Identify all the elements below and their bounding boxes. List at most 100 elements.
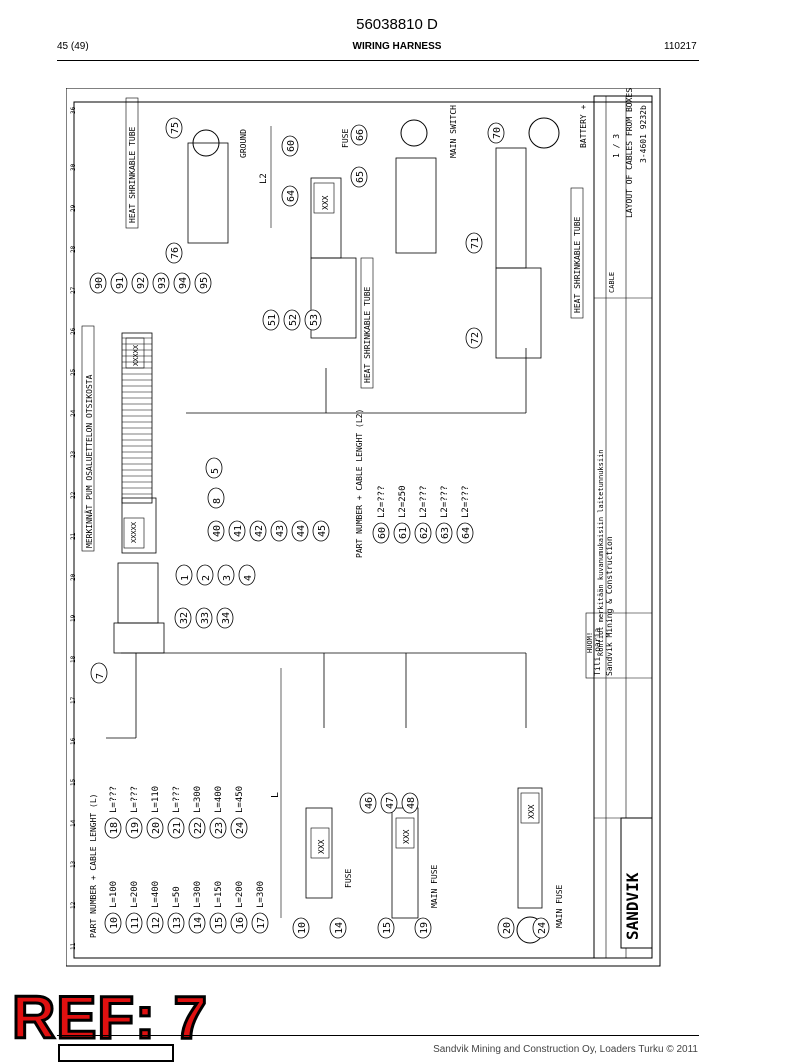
part-length: L=400 <box>151 881 161 908</box>
xxxxx-label-1: XXXXX <box>130 521 138 543</box>
fuse-balloon: 48 <box>401 792 419 814</box>
svg-text:44: 44 <box>296 525 307 537</box>
part-balloon: 22 <box>188 817 206 839</box>
l2-balloon: 63 <box>435 522 453 544</box>
document-date: 110217 <box>664 41 697 52</box>
label-balloon: 43 <box>270 520 288 542</box>
balloon-10: 10 <box>292 917 310 939</box>
grid-number: 25 <box>70 368 77 376</box>
connector-balloon: 53 <box>304 309 322 331</box>
part-balloon: 21 <box>167 817 185 839</box>
part-length: L=??? <box>109 786 119 813</box>
svg-text:64: 64 <box>286 190 297 202</box>
title-drawing: LAYOUT OF CABLES FROM BOXES <box>625 88 634 218</box>
part-length: L=200 <box>130 881 140 908</box>
connector-balloon: 52 <box>283 309 301 331</box>
svg-text:60: 60 <box>377 527 388 539</box>
grid-number: 18 <box>70 655 77 663</box>
svg-text:75: 75 <box>170 122 181 134</box>
svg-text:8: 8 <box>212 498 223 504</box>
page-count: 45 (49) <box>57 41 89 52</box>
l2-balloon: 61 <box>393 522 411 544</box>
svg-text:53: 53 <box>309 314 320 326</box>
balloon-76: 76 <box>165 242 183 264</box>
svg-text:60: 60 <box>286 140 297 152</box>
svg-text:62: 62 <box>419 527 430 539</box>
svg-text:5: 5 <box>210 468 221 474</box>
main-label: MERKINNÄT PUM OSALUETTELON OTSIKOSTA <box>84 374 94 548</box>
grid-number: 27 <box>70 286 77 294</box>
svg-text:16: 16 <box>235 917 246 929</box>
svg-text:41: 41 <box>233 525 244 537</box>
ground-label: GROUND <box>239 129 248 158</box>
part-length: L=450 <box>235 786 245 813</box>
part-length: L=300 <box>193 786 203 813</box>
company-fi: Tili-paria <box>593 628 602 676</box>
svg-text:51: 51 <box>267 314 278 326</box>
grid-number: 17 <box>70 696 77 704</box>
gland-balloon: 34 <box>216 607 234 629</box>
nut-balloon: 2 <box>196 564 214 586</box>
svg-text:92: 92 <box>136 277 147 289</box>
fuse-label-1: FUSE <box>341 129 350 148</box>
svg-text:10: 10 <box>297 922 308 934</box>
svg-text:11: 11 <box>130 917 141 929</box>
grid-reference-numbers: 1112131415161718192021222324252627282930… <box>70 106 77 950</box>
fuse-label-2: FUSE <box>344 869 353 888</box>
l2-length: L2=??? <box>419 485 429 518</box>
balloon-71: 71 <box>465 232 483 254</box>
note: HUOM! Kontiot merkitään kuvanumukaisiin … <box>585 449 605 679</box>
grid-number: 21 <box>70 532 77 540</box>
heat-shrink-label-1: HEAT SHRINKABLE TUBE <box>128 126 137 223</box>
svg-text:1: 1 <box>180 575 191 581</box>
balloon-5: 5 <box>205 457 223 479</box>
part-balloon: 12 <box>146 912 164 934</box>
heat-shrink-label-3: HEAT SHRINKABLE TUBE <box>573 216 582 313</box>
part-balloon: 13 <box>167 912 185 934</box>
grid-number: 24 <box>70 409 77 417</box>
part-balloon: 10 <box>104 912 122 934</box>
svg-text:23: 23 <box>214 822 225 834</box>
label-balloon: 42 <box>249 520 267 542</box>
branch-lines <box>106 348 527 739</box>
top-balloon: 91 <box>110 272 128 294</box>
part-length: L=400 <box>214 786 224 813</box>
part-balloon: 18 <box>104 817 122 839</box>
note-title: HUOM! <box>586 632 594 653</box>
part-balloon: 23 <box>209 817 227 839</box>
xxx-label-2: XXX <box>317 839 326 854</box>
svg-text:19: 19 <box>130 822 141 834</box>
main-fuse-label-1: MAIN FUSE <box>430 864 439 908</box>
svg-text:72: 72 <box>470 332 481 344</box>
svg-text:34: 34 <box>221 612 232 624</box>
svg-text:12: 12 <box>151 917 162 929</box>
part-length: L=??? <box>130 786 140 813</box>
svg-text:93: 93 <box>157 277 168 289</box>
svg-text:64: 64 <box>461 527 472 539</box>
title-block: SANDVIK Tili-paria Sandvik Mining & Cons… <box>593 88 653 959</box>
balloon-19: 19 <box>414 917 432 939</box>
svg-text:4: 4 <box>243 575 254 581</box>
grid-number: 11 <box>70 942 77 950</box>
balloon-75: 75 <box>165 117 183 139</box>
gland-balloon: 33 <box>195 607 213 629</box>
part-length: L=100 <box>109 881 119 908</box>
svg-text:45: 45 <box>317 525 328 537</box>
part-length: L=50 <box>172 886 182 908</box>
grid-number: 13 <box>70 860 77 868</box>
title-cable: CABLE <box>608 272 616 293</box>
heat-shrink-label-2: HEAT SHRINKABLE TUBE <box>363 286 372 383</box>
svg-text:71: 71 <box>470 237 481 249</box>
lower-leads: XXX FUSE XXX MAIN FUSE XXX MAIN FUSE <box>305 787 564 944</box>
drawing-svg: 1112131415161718192021222324252627282930… <box>65 87 661 967</box>
grid-number: 23 <box>70 450 77 458</box>
svg-text:46: 46 <box>364 797 375 809</box>
l2-length: L2=??? <box>377 485 387 518</box>
part-balloon: 11 <box>125 912 143 934</box>
svg-text:95: 95 <box>199 277 210 289</box>
fuse-balloon: 46 <box>359 792 377 814</box>
top-balloon: 94 <box>173 272 191 294</box>
part-length: L=110 <box>151 786 161 813</box>
svg-text:48: 48 <box>406 797 417 809</box>
